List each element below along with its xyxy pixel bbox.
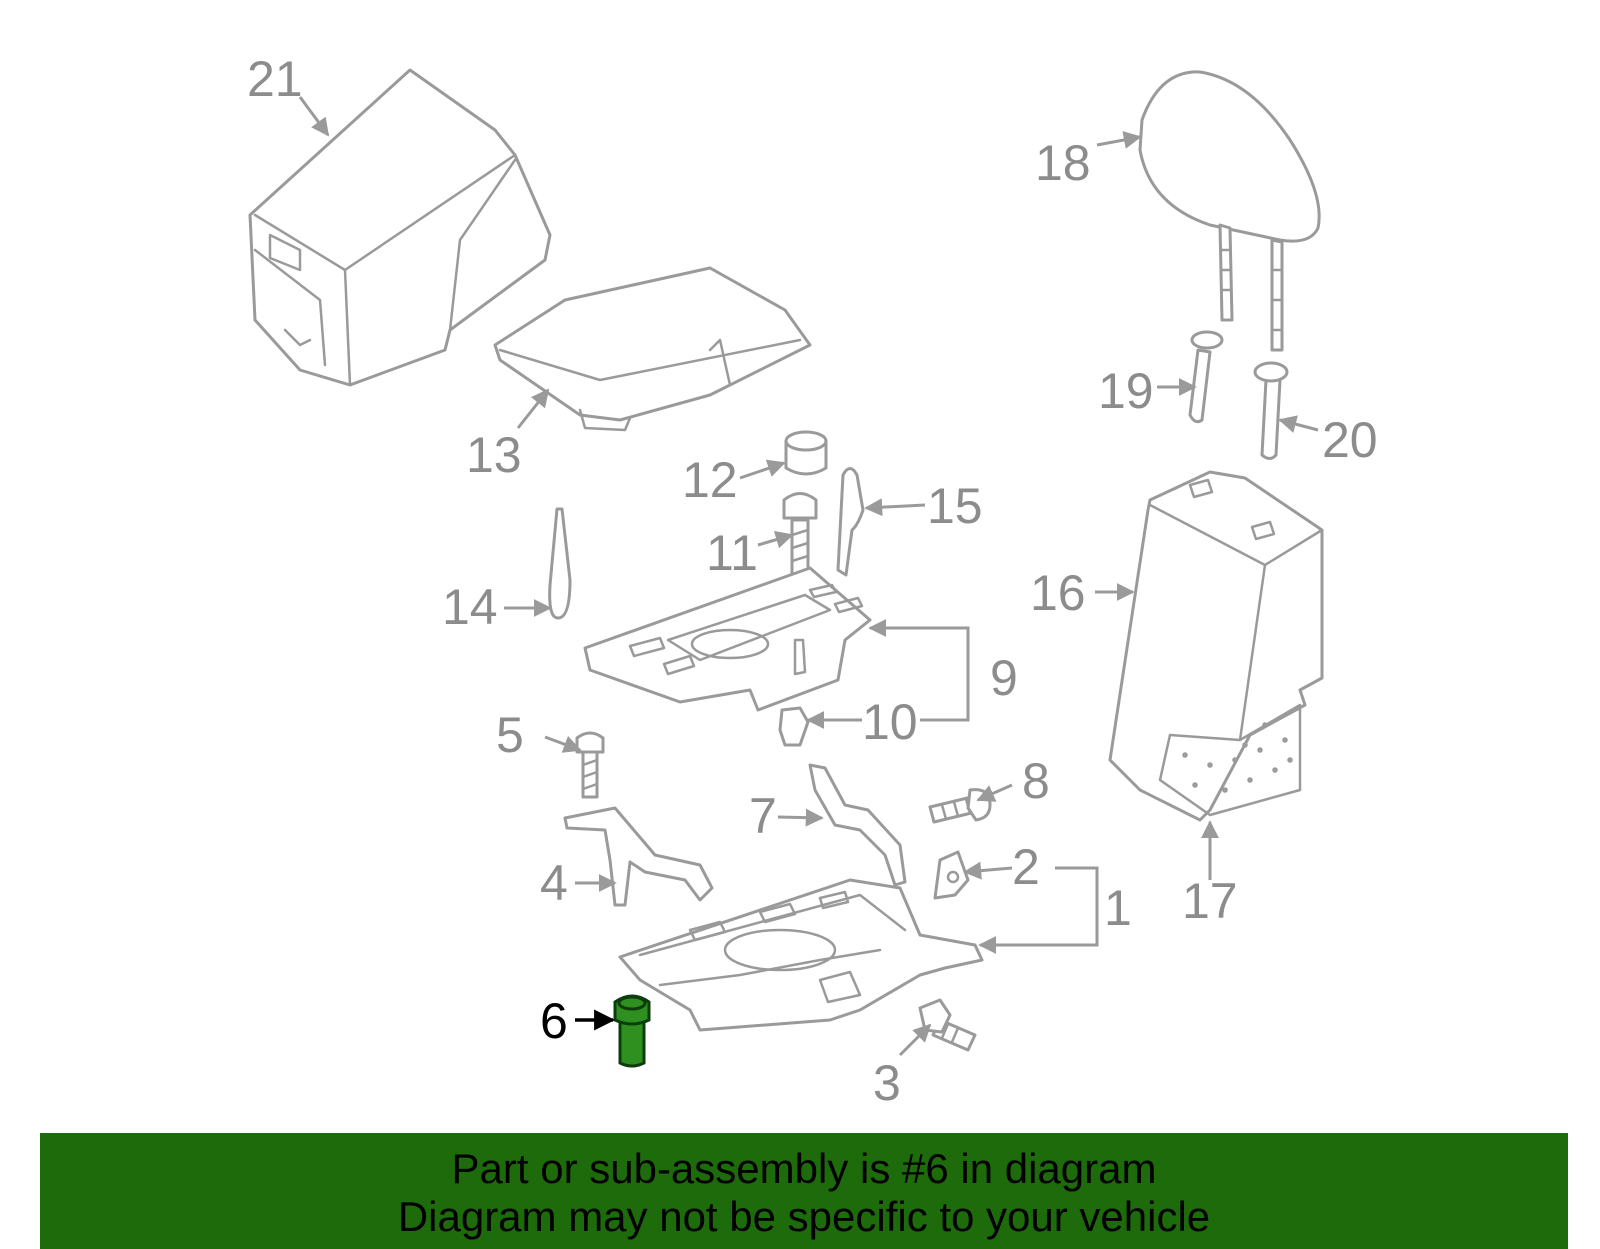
label-14: 14: [442, 579, 498, 635]
label-21: 21: [247, 51, 303, 107]
part-19-guide[interactable]: [1188, 330, 1224, 424]
banner-line-1: Part or sub-assembly is #6 in diagram: [451, 1145, 1157, 1192]
label-13: 13: [466, 427, 522, 483]
label-9: 9: [990, 650, 1018, 706]
label-7: 7: [749, 788, 777, 844]
label-5: 5: [496, 707, 524, 763]
part-16-seat-back[interactable]: [1108, 470, 1324, 822]
part-12-cap[interactable]: [784, 430, 828, 476]
leader-lines: [298, 96, 1319, 1057]
label-16: 16: [1030, 565, 1086, 621]
label-2: 2: [1012, 839, 1040, 895]
part-1-seat-base[interactable]: [618, 878, 984, 1032]
label-8: 8: [1022, 753, 1050, 809]
label-15: 15: [927, 478, 983, 534]
part-10-clip[interactable]: [778, 706, 810, 747]
label-10: 10: [862, 694, 918, 750]
label-11: 11: [706, 525, 758, 581]
label-6-highlighted: 6: [540, 993, 568, 1049]
label-12: 12: [682, 452, 738, 508]
part-11-screw[interactable]: [782, 492, 818, 577]
label-20: 20: [1322, 412, 1378, 468]
part-labels: 21 13 12 11 15 14 18 19 20 16 9 10 5 7 8…: [247, 51, 1378, 1111]
part-13-armrest-pad[interactable]: [493, 266, 812, 432]
part-14-strap[interactable]: [548, 507, 572, 620]
label-18: 18: [1035, 135, 1091, 191]
part-2-nut-plate[interactable]: [933, 850, 970, 900]
part-6-bolt-highlighted[interactable]: [613, 994, 651, 1068]
banner-line-2: Diagram may not be specific to your vehi…: [397, 1193, 1211, 1240]
label-3: 3: [873, 1055, 901, 1111]
part-7-bracket[interactable]: [808, 763, 907, 887]
label-19: 19: [1098, 363, 1154, 419]
label-1: 1: [1104, 880, 1132, 936]
part-5-bolt[interactable]: [575, 731, 605, 799]
label-17: 17: [1182, 873, 1238, 929]
part-3-bolt[interactable]: [918, 998, 977, 1052]
part-4-bracket[interactable]: [563, 806, 714, 907]
part-20-guide[interactable]: [1253, 361, 1289, 460]
part-18-headrest[interactable]: [1138, 70, 1321, 352]
part-9-console-tray[interactable]: [583, 566, 872, 712]
part-15-strap[interactable]: [836, 467, 865, 577]
part-8-bolt[interactable]: [928, 788, 992, 824]
part-21-armrest-cover[interactable]: [248, 68, 552, 387]
label-4: 4: [540, 855, 568, 911]
info-banner: Part or sub-assembly is #6 in diagram Di…: [40, 1133, 1568, 1249]
